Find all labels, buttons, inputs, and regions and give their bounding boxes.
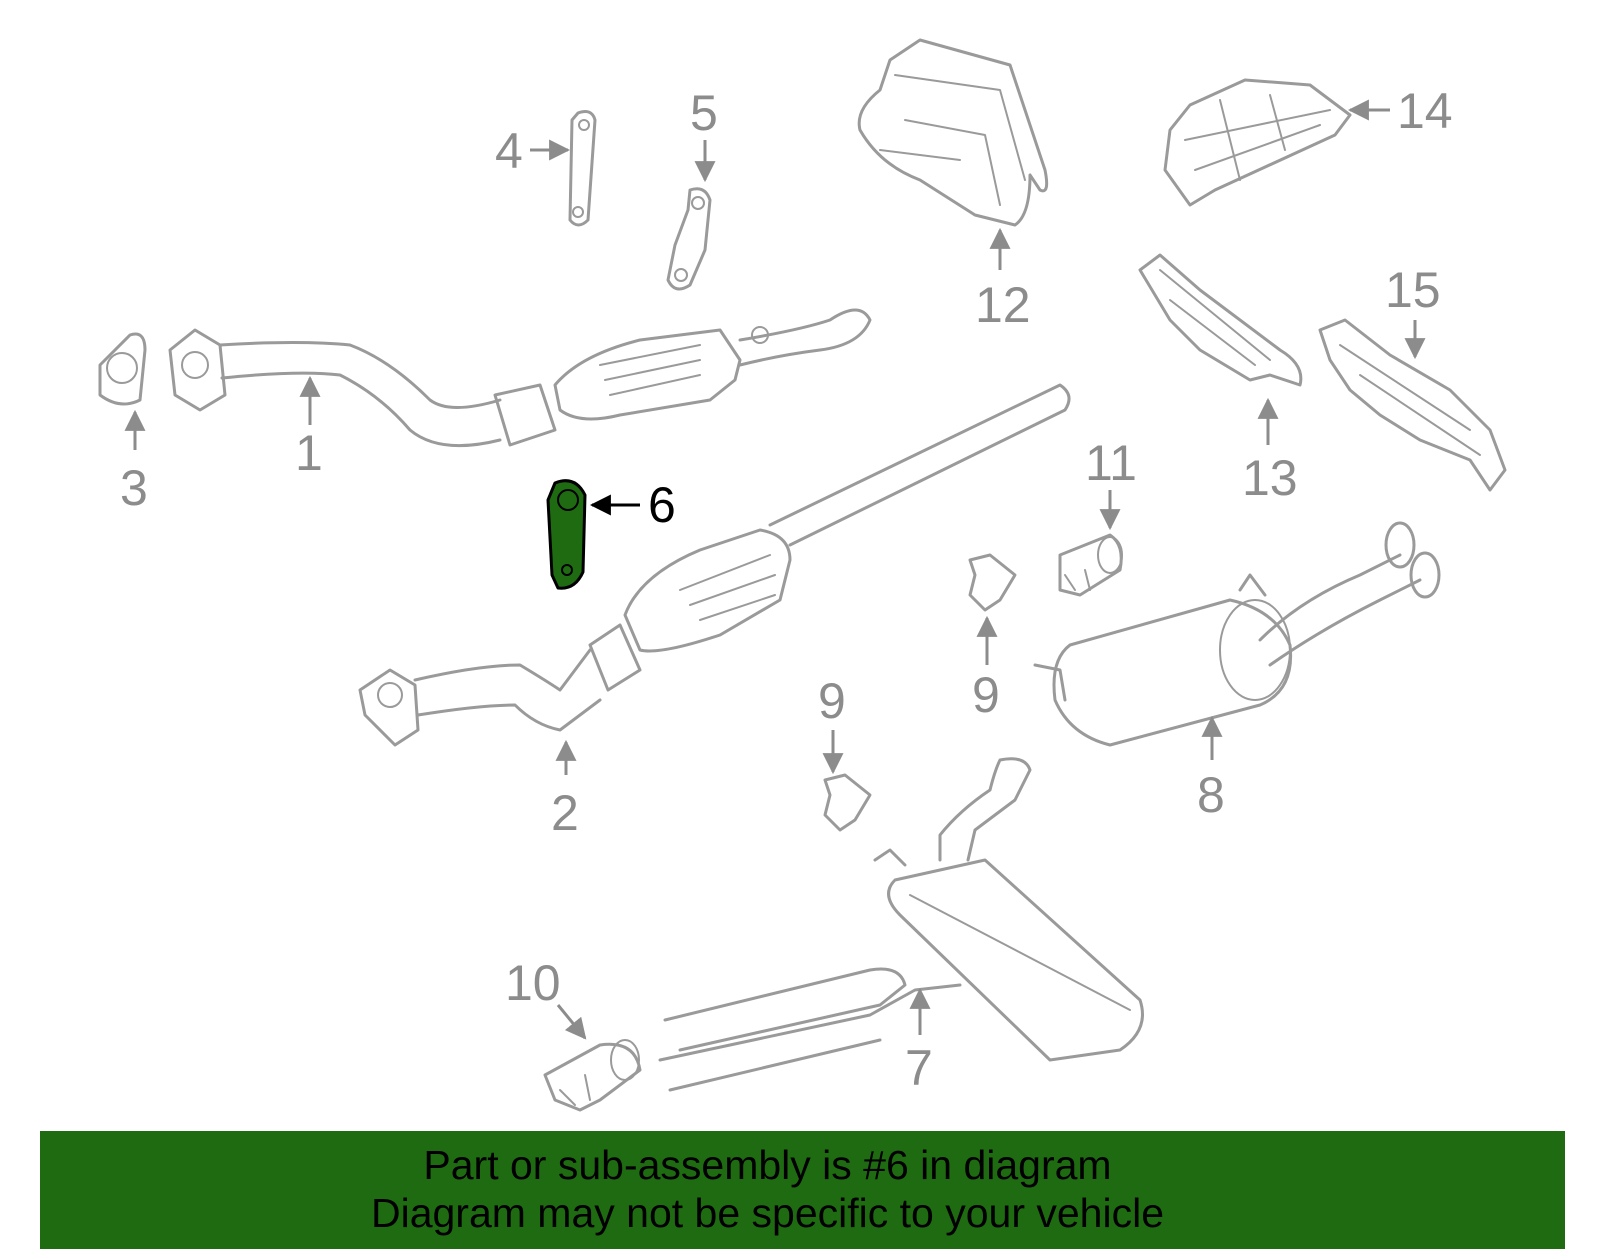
label-9-upper: 9 — [972, 667, 1000, 723]
label-1: 1 — [295, 425, 323, 481]
callout-9-lower: 9 — [818, 673, 846, 775]
callout-3: 3 — [120, 409, 148, 516]
part-6-strap-highlighted[interactable] — [546, 479, 587, 590]
part-1-front-pipe-converter[interactable] — [168, 308, 872, 448]
banner-line-2: Diagram may not be specific to your vehi… — [370, 1190, 1164, 1236]
callout-15: 15 — [1385, 262, 1441, 360]
banner-line-1: Part or sub-assembly is #6 in diagram — [423, 1142, 1112, 1188]
callout-7: 7 — [905, 987, 933, 1096]
part-5-bracket[interactable] — [666, 187, 712, 291]
part-14-heat-shield[interactable] — [1163, 78, 1352, 207]
label-7: 7 — [905, 1040, 933, 1096]
label-11: 11 — [1085, 435, 1137, 491]
callout-1: 1 — [295, 375, 323, 481]
callout-14: 14 — [1347, 83, 1453, 139]
part-10-clamp[interactable] — [543, 1039, 642, 1112]
label-2: 2 — [551, 785, 579, 841]
callout-4: 4 — [495, 123, 571, 179]
callout-11: 11 — [1085, 435, 1137, 531]
label-9-lower: 9 — [818, 673, 846, 729]
callout-13: 13 — [1242, 397, 1298, 506]
part-2-front-pipe[interactable] — [358, 383, 1071, 747]
label-8: 8 — [1197, 767, 1225, 823]
label-10: 10 — [505, 955, 561, 1011]
part-4-hanger[interactable] — [568, 110, 597, 227]
callout-6: 6 — [589, 477, 676, 533]
callout-8: 8 — [1197, 715, 1225, 823]
label-14: 14 — [1397, 83, 1453, 139]
part-8-rear-muffler[interactable] — [1033, 521, 1441, 747]
part-13-heat-shield[interactable] — [1138, 253, 1303, 387]
label-15: 15 — [1385, 262, 1441, 318]
part-12-heat-shield[interactable] — [857, 38, 1049, 227]
callout-5: 5 — [690, 85, 718, 183]
callout-10: 10 — [505, 955, 587, 1040]
callout-2: 2 — [551, 739, 579, 841]
callout-12: 12 — [975, 227, 1031, 333]
info-banner: Part or sub-assembly is #6 in diagram Di… — [40, 1131, 1565, 1249]
part-11-clamp[interactable] — [1058, 533, 1123, 597]
label-13: 13 — [1242, 450, 1298, 506]
part-9-clip-lower[interactable] — [823, 773, 872, 832]
label-5: 5 — [690, 85, 718, 141]
label-12: 12 — [975, 277, 1031, 333]
part-15-heat-shield[interactable] — [1318, 318, 1507, 492]
label-6: 6 — [648, 477, 676, 533]
callout-9-upper: 9 — [972, 615, 1000, 723]
label-3: 3 — [120, 460, 148, 516]
part-3-gasket[interactable] — [98, 332, 147, 406]
part-7-center-muffler[interactable] — [658, 757, 1144, 1092]
part-9-clip-upper[interactable] — [968, 553, 1017, 612]
label-4: 4 — [495, 123, 523, 179]
